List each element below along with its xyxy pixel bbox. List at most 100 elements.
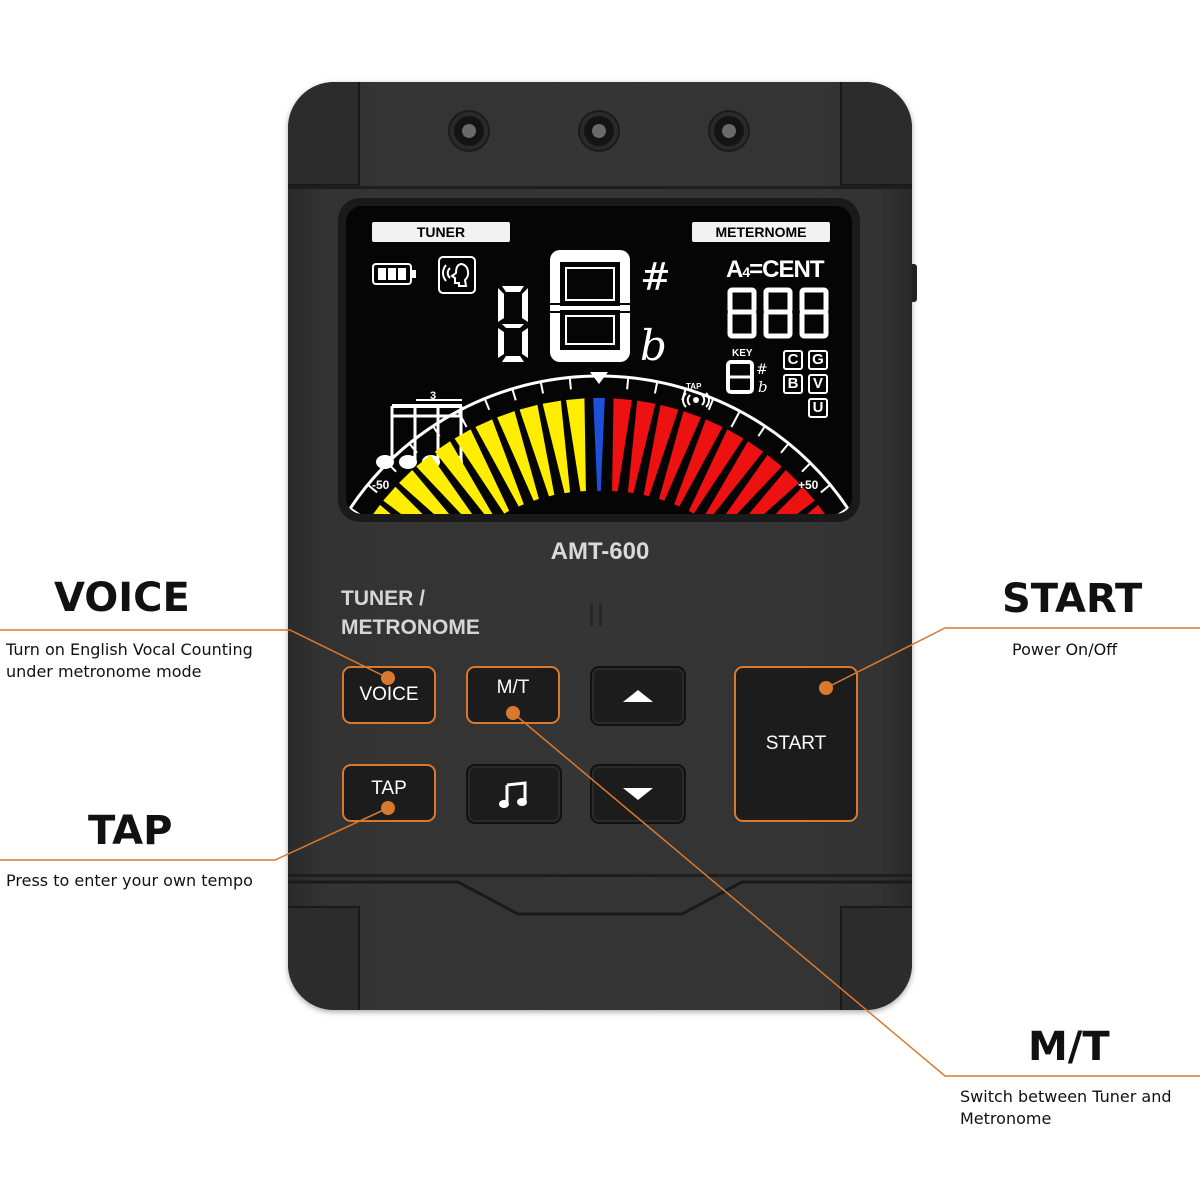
start-button[interactable]: START [734, 666, 858, 822]
note-letter-u: U [808, 398, 828, 418]
meter-tick [539, 381, 545, 394]
note-letter-b: B [783, 374, 803, 394]
corner-bumper [840, 82, 912, 186]
mt-callout-desc: Switch between Tuner and Metronome [960, 1087, 1172, 1128]
start-callout-dot [819, 681, 833, 695]
note-letter-c: C [783, 350, 803, 370]
flat-segment [497, 411, 539, 501]
meter-tick [483, 398, 491, 411]
sharp-segment [643, 404, 679, 497]
music-note-icon [499, 781, 527, 808]
svg-text:#: # [756, 362, 768, 378]
meter-tick [820, 484, 831, 494]
tap-callout-dot [381, 801, 395, 815]
meter-tick [730, 410, 741, 428]
flat-segment [454, 429, 510, 514]
sharp-segment [705, 441, 764, 514]
meter-tick [707, 398, 715, 411]
meter-tick [432, 425, 441, 437]
arrow-up-icon [623, 690, 653, 702]
triplet-label: 3 [430, 390, 437, 402]
svg-text:b: b [758, 378, 768, 394]
mt-callout-dot [506, 706, 520, 720]
sharp-segment [807, 504, 825, 514]
sharp-segment [659, 411, 701, 501]
center-segment [593, 398, 605, 492]
flat-segment [542, 400, 571, 494]
meter-tick [408, 442, 418, 454]
sharp-segment [688, 429, 744, 514]
note-letter-v: V [808, 374, 828, 394]
sharp-segment [725, 454, 782, 514]
note-digit-display: # b [498, 250, 668, 368]
flat-segment [416, 454, 473, 514]
meter-tick [653, 381, 659, 394]
tap-indicator-label: TAP [686, 382, 702, 391]
tap-callout-title: TAP [88, 808, 173, 854]
meter-tick [780, 442, 790, 454]
sharp-segment [775, 486, 815, 514]
scale-zero-label: 0 [594, 372, 600, 382]
flat-segment [373, 504, 391, 514]
up-button[interactable] [590, 666, 686, 726]
voice-icon [438, 256, 476, 294]
lcd-screen: TUNER METERNOME 3 [346, 206, 852, 514]
flat-symbol: b [640, 321, 667, 368]
down-button[interactable] [590, 764, 686, 824]
meter-tick [837, 507, 849, 514]
key-digit-display: # b [726, 360, 768, 394]
flat-segment [399, 470, 450, 514]
note-letter-g: G [808, 350, 828, 370]
meter-tick [801, 462, 812, 473]
meter-tick [757, 425, 766, 437]
zero-pointer [590, 372, 608, 384]
tuner-metronome-device: TUNER METERNOME 3 [288, 82, 917, 1010]
sharp-segment [612, 398, 632, 492]
meter-tick [511, 388, 517, 401]
voice-callout-title: VOICE [54, 575, 190, 621]
lcd-metronome-tag: METERNOME [692, 222, 830, 242]
key-label: KEY [732, 348, 753, 359]
sharp-symbol: # [640, 255, 668, 299]
scale-min-label: -50 [372, 478, 390, 492]
input-jack [450, 112, 488, 150]
sharp-segment [627, 400, 656, 494]
input-jack [710, 112, 748, 150]
meter-tick [681, 388, 687, 401]
tap-callout-desc: Press to enter your own tempo [6, 871, 253, 890]
meter-tick [457, 410, 468, 428]
sharp-segment [674, 419, 723, 507]
body-seam [288, 186, 912, 189]
corner-bumper [288, 906, 360, 1010]
meter-tick [367, 484, 378, 494]
a4-label: A4=CENT [726, 256, 825, 283]
meter-tick [568, 377, 572, 390]
meter-tick [386, 462, 397, 473]
meter-tick [626, 377, 630, 390]
tuning-meter [346, 372, 852, 514]
microphone-icon [590, 604, 604, 626]
flat-segment [475, 419, 524, 507]
start-callout-title: START [1002, 576, 1143, 622]
arrow-down-icon [623, 788, 653, 800]
rhythm-button[interactable] [466, 764, 562, 824]
start-callout-desc: Power On/Off [1012, 640, 1118, 659]
voice-callout-dot [381, 671, 395, 685]
sharp-segment [748, 470, 799, 514]
flat-segment [383, 486, 423, 514]
mt-callout-title: M/T [1028, 1024, 1110, 1070]
cent-bpm-readout [727, 287, 829, 339]
corner-bumper [288, 82, 360, 186]
panel-caption: TUNER / METRONOME [341, 587, 480, 639]
model-name: AMT-600 [550, 538, 650, 565]
voice-callout-desc: Turn on English Vocal Counting under met… [6, 640, 253, 681]
side-wheel[interactable] [912, 264, 917, 302]
lcd-tuner-tag: TUNER [372, 222, 510, 242]
flat-segment [434, 441, 493, 514]
battery-icon [372, 263, 416, 285]
meter-tick [349, 507, 361, 514]
flat-segment [519, 404, 555, 497]
scale-max-label: +50 [798, 478, 819, 492]
input-jack [580, 112, 618, 150]
body-groove [288, 880, 912, 916]
